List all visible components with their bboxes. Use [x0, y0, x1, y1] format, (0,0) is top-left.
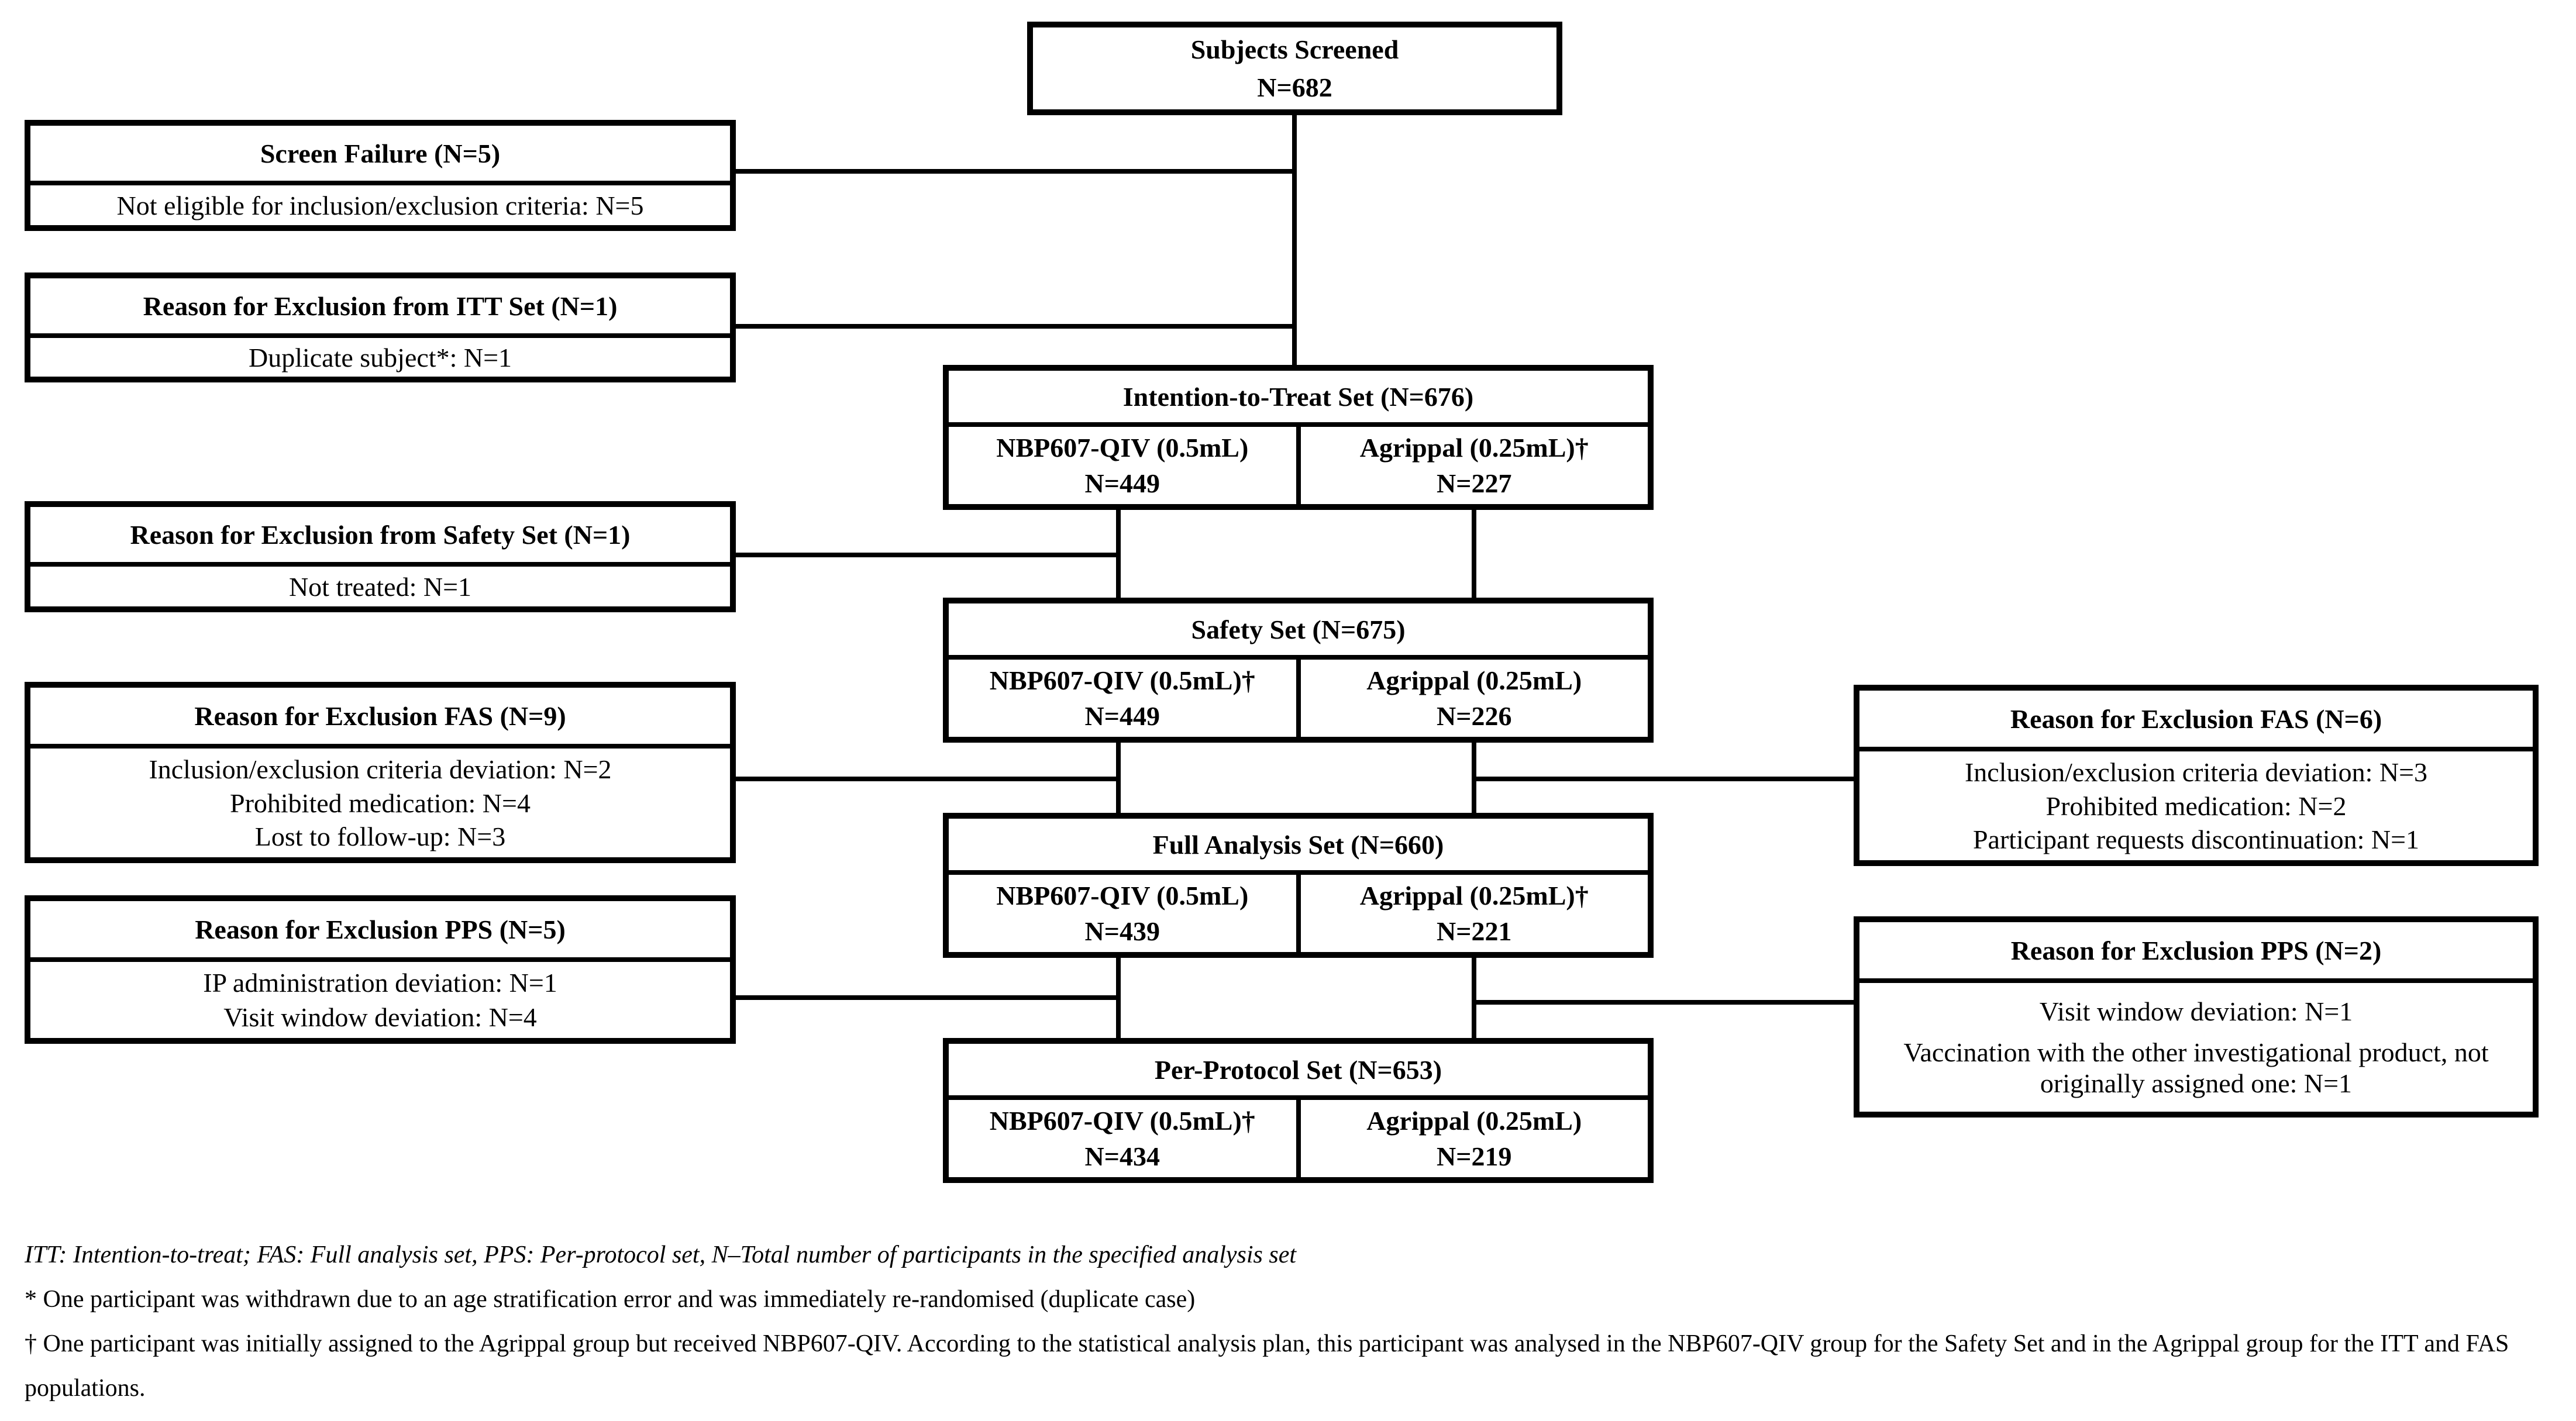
connector-screened-to-itt	[1292, 115, 1297, 371]
connector-safety-exclusion	[736, 553, 1121, 557]
subjects-screened-box: Subjects Screened N=682	[1027, 22, 1562, 115]
pps-exclusion-right-title: Reason for Exclusion PPS (N=2)	[1859, 922, 2533, 983]
fas-set-title: Full Analysis Set (N=660)	[949, 819, 1648, 875]
footnote-asterisk: * One participant was withdrawn due to a…	[25, 1286, 1196, 1313]
pps-set-box: Per-Protocol Set (N=653) NBP607-QIV (0.5…	[943, 1038, 1654, 1183]
itt-exclusion-box: Reason for Exclusion from ITT Set (N=1) …	[25, 273, 736, 382]
pps-exclusion-left-reason: Visit window deviation: N=4	[223, 1002, 537, 1032]
subjects-screened-n: N=682	[1257, 72, 1332, 102]
connector-itt-exclusion	[736, 324, 1297, 329]
itt-exclusion-reason: Duplicate subject*: N=1	[248, 342, 512, 373]
screen-failure-box: Screen Failure (N=5) Not eligible for in…	[25, 120, 736, 231]
pps-set-nbp-name: NBP607-QIV (0.5mL)†	[989, 1106, 1255, 1136]
pps-set-agrippal-n: N=219	[1437, 1141, 1512, 1171]
safety-set-nbp-n: N=449	[1084, 701, 1160, 731]
screen-failure-reason: Not eligible for inclusion/exclusion cri…	[116, 190, 644, 220]
fas-set-agrippal-n: N=221	[1437, 916, 1512, 946]
subjects-screened-title: Subjects Screened	[1190, 35, 1399, 65]
pps-set-title: Per-Protocol Set (N=653)	[949, 1044, 1648, 1100]
safety-set-agrippal-name: Agrippal (0.25mL)	[1366, 665, 1582, 696]
safety-set-title: Safety Set (N=675)	[949, 603, 1648, 660]
connector-pps-exclusion-left	[736, 995, 1121, 1000]
footnotes: ITT: Intention-to-treat; FAS: Full analy…	[25, 1233, 2551, 1410]
connector-safety-to-fas-right	[1472, 741, 1476, 818]
fas-exclusion-left-reason: Inclusion/exclusion criteria deviation: …	[149, 754, 612, 784]
fas-exclusion-left-reason: Lost to follow-up: N=3	[254, 822, 506, 852]
itt-set-nbp-cell: NBP607-QIV (0.5mL) N=449	[949, 427, 1296, 504]
itt-set-agrippal-cell: Agrippal (0.25mL)† N=227	[1296, 427, 1648, 504]
fas-exclusion-right-box: Reason for Exclusion FAS (N=6) Inclusion…	[1854, 685, 2539, 866]
itt-set-nbp-n: N=449	[1084, 468, 1160, 498]
pps-set-agrippal-cell: Agrippal (0.25mL) N=219	[1296, 1100, 1648, 1177]
fas-exclusion-left-title: Reason for Exclusion FAS (N=9)	[30, 688, 730, 749]
footnote-dagger: † One participant was initially assigned…	[25, 1330, 2509, 1402]
pps-set-nbp-cell: NBP607-QIV (0.5mL)† N=434	[949, 1100, 1296, 1177]
fas-exclusion-right-reason: Prohibited medication: N=2	[2045, 791, 2347, 821]
pps-set-nbp-n: N=434	[1084, 1141, 1160, 1171]
pps-exclusion-right-reason: Visit window deviation: N=1	[2039, 996, 2353, 1026]
connector-pps-exclusion-right	[1476, 1000, 1854, 1005]
pps-set-agrippal-name: Agrippal (0.25mL)	[1366, 1106, 1582, 1136]
fas-exclusion-right-reason: Participant requests discontinuation: N=…	[1972, 825, 2420, 855]
itt-exclusion-title: Reason for Exclusion from ITT Set (N=1)	[30, 278, 730, 338]
pps-exclusion-right-reason: Vaccination with the other investigation…	[1903, 1037, 2489, 1099]
safety-exclusion-title: Reason for Exclusion from Safety Set (N=…	[30, 507, 730, 567]
fas-set-agrippal-cell: Agrippal (0.25mL)† N=221	[1296, 875, 1648, 952]
fas-exclusion-right-reason: Inclusion/exclusion criteria deviation: …	[1964, 757, 2428, 787]
screen-failure-title: Screen Failure (N=5)	[30, 126, 730, 185]
safety-set-box: Safety Set (N=675) NBP607-QIV (0.5mL)† N…	[943, 598, 1654, 743]
fas-exclusion-left-box: Reason for Exclusion FAS (N=9) Inclusion…	[25, 682, 736, 863]
itt-set-agrippal-n: N=227	[1437, 468, 1512, 498]
pps-exclusion-left-box: Reason for Exclusion PPS (N=5) IP admini…	[25, 895, 736, 1044]
fas-set-nbp-name: NBP607-QIV (0.5mL)	[996, 881, 1249, 911]
connector-fas-exclusion-right	[1476, 777, 1854, 781]
itt-set-box: Intention-to-Treat Set (N=676) NBP607-QI…	[943, 365, 1654, 510]
footnote-abbreviations: ITT: Intention-to-treat; FAS: Full analy…	[25, 1241, 1297, 1268]
pps-exclusion-left-reason: IP administration deviation: N=1	[203, 968, 557, 998]
itt-set-title: Intention-to-Treat Set (N=676)	[949, 371, 1648, 427]
fas-set-nbp-cell: NBP607-QIV (0.5mL) N=439	[949, 875, 1296, 952]
safety-exclusion-box: Reason for Exclusion from Safety Set (N=…	[25, 501, 736, 612]
safety-set-nbp-name: NBP607-QIV (0.5mL)†	[989, 665, 1255, 696]
connector-fas-to-pps-right	[1472, 957, 1476, 1043]
connector-itt-to-safety-right	[1472, 509, 1476, 602]
pps-exclusion-left-title: Reason for Exclusion PPS (N=5)	[30, 901, 730, 962]
fas-exclusion-left-reason: Prohibited medication: N=4	[230, 788, 531, 818]
itt-set-nbp-name: NBP607-QIV (0.5mL)	[996, 433, 1249, 463]
safety-set-nbp-cell: NBP607-QIV (0.5mL)† N=449	[949, 660, 1296, 737]
safety-set-agrippal-n: N=226	[1437, 701, 1512, 731]
fas-set-agrippal-name: Agrippal (0.25mL)†	[1359, 881, 1589, 911]
connector-screen-failure	[736, 169, 1297, 174]
fas-set-nbp-n: N=439	[1084, 916, 1160, 946]
fas-set-box: Full Analysis Set (N=660) NBP607-QIV (0.…	[943, 813, 1654, 958]
safety-set-agrippal-cell: Agrippal (0.25mL) N=226	[1296, 660, 1648, 737]
connector-fas-exclusion-left	[736, 777, 1121, 781]
pps-exclusion-right-box: Reason for Exclusion PPS (N=2) Visit win…	[1854, 916, 2539, 1118]
fas-exclusion-right-title: Reason for Exclusion FAS (N=6)	[1859, 691, 2533, 751]
safety-exclusion-reason: Not treated: N=1	[288, 571, 472, 602]
itt-set-agrippal-name: Agrippal (0.25mL)†	[1359, 433, 1589, 463]
